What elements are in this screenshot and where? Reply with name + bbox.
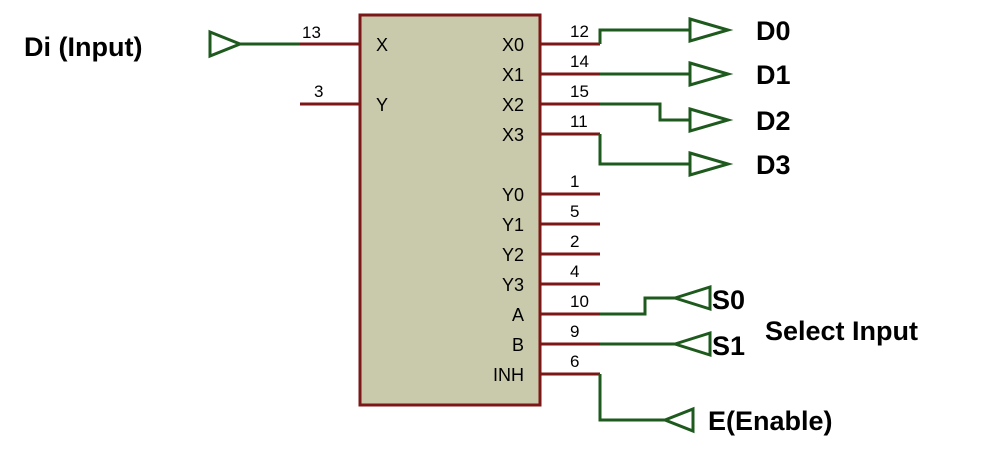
select-terminal-icon [669, 284, 712, 312]
right-pin-x0: 12 X0 [502, 22, 600, 55]
pin-number: 12 [570, 22, 589, 41]
pin-number: 4 [570, 262, 579, 281]
pin-number: 6 [570, 352, 579, 371]
net-s0 [600, 296, 675, 316]
pin-label: X0 [502, 35, 524, 55]
left-pin-x: 13 X [300, 23, 388, 55]
pin-number: 9 [570, 322, 579, 341]
pin-label: Y3 [502, 275, 524, 295]
terminal-label-d0: D0 [756, 16, 791, 46]
select-terminal-icon [669, 330, 712, 358]
input-terminal-icon [208, 29, 245, 59]
terminal-label-d3: D3 [756, 150, 791, 180]
pin-label: Y0 [502, 185, 524, 205]
right-pin-b: 9 B [512, 322, 600, 355]
terminal-label-s0: S0 [712, 285, 745, 315]
pin-label: X [376, 35, 388, 55]
select-input-label: Select Input [765, 316, 918, 346]
pin-number: 10 [570, 292, 589, 311]
pin-label: Y1 [502, 215, 524, 235]
output-terminal-icon [688, 107, 734, 133]
pin-label: X3 [502, 125, 524, 145]
right-pin-x2: 15 X2 [502, 82, 600, 115]
left-pin-y: 3 Y [300, 82, 388, 115]
net-enable [598, 374, 665, 422]
pin-label: A [512, 305, 524, 325]
pin-number: 14 [570, 52, 589, 71]
pin-number: 11 [570, 112, 588, 131]
pin-label: Y2 [502, 245, 524, 265]
pin-label: X1 [502, 65, 524, 85]
pin-label: X2 [502, 95, 524, 115]
right-pin-inh: 6 INH [493, 352, 600, 385]
terminal-label-enable: E(Enable) [708, 406, 833, 436]
enable-terminal-icon [660, 406, 695, 434]
terminal-label-d1: D1 [756, 60, 791, 90]
net-d3 [598, 134, 690, 166]
terminal-label-d2: D2 [756, 106, 791, 136]
terminal-label-s1: S1 [712, 331, 745, 361]
right-pin-y3: 4 Y3 [502, 262, 600, 295]
output-terminal-icon [688, 61, 734, 87]
right-pin-y0: 1 Y0 [502, 172, 600, 205]
terminal-label-di: Di (Input) [24, 32, 142, 62]
net-d2 [600, 102, 690, 122]
pin-label: Y [376, 95, 388, 115]
pin-label: B [512, 335, 524, 355]
net-wires [240, 28, 690, 422]
output-terminal-icon [688, 17, 734, 43]
terminals [208, 17, 734, 434]
pin-number: 2 [570, 232, 579, 251]
right-pin-y2: 2 Y2 [502, 232, 600, 265]
output-terminal-icon [688, 151, 734, 177]
right-pin-a: 10 A [512, 292, 600, 325]
pin-number: 15 [570, 82, 589, 101]
chip-body [358, 13, 542, 407]
pin-number: 1 [570, 172, 579, 191]
right-pin-y1: 5 Y1 [502, 202, 600, 235]
pin-number: 5 [570, 202, 579, 221]
right-pin-x1: 14 X1 [502, 52, 600, 85]
pin-number: 3 [314, 82, 323, 101]
right-pin-x3: 11 X3 [502, 112, 600, 145]
net-d0 [598, 28, 690, 44]
pin-label: INH [493, 365, 524, 385]
pin-number: 13 [302, 23, 321, 42]
